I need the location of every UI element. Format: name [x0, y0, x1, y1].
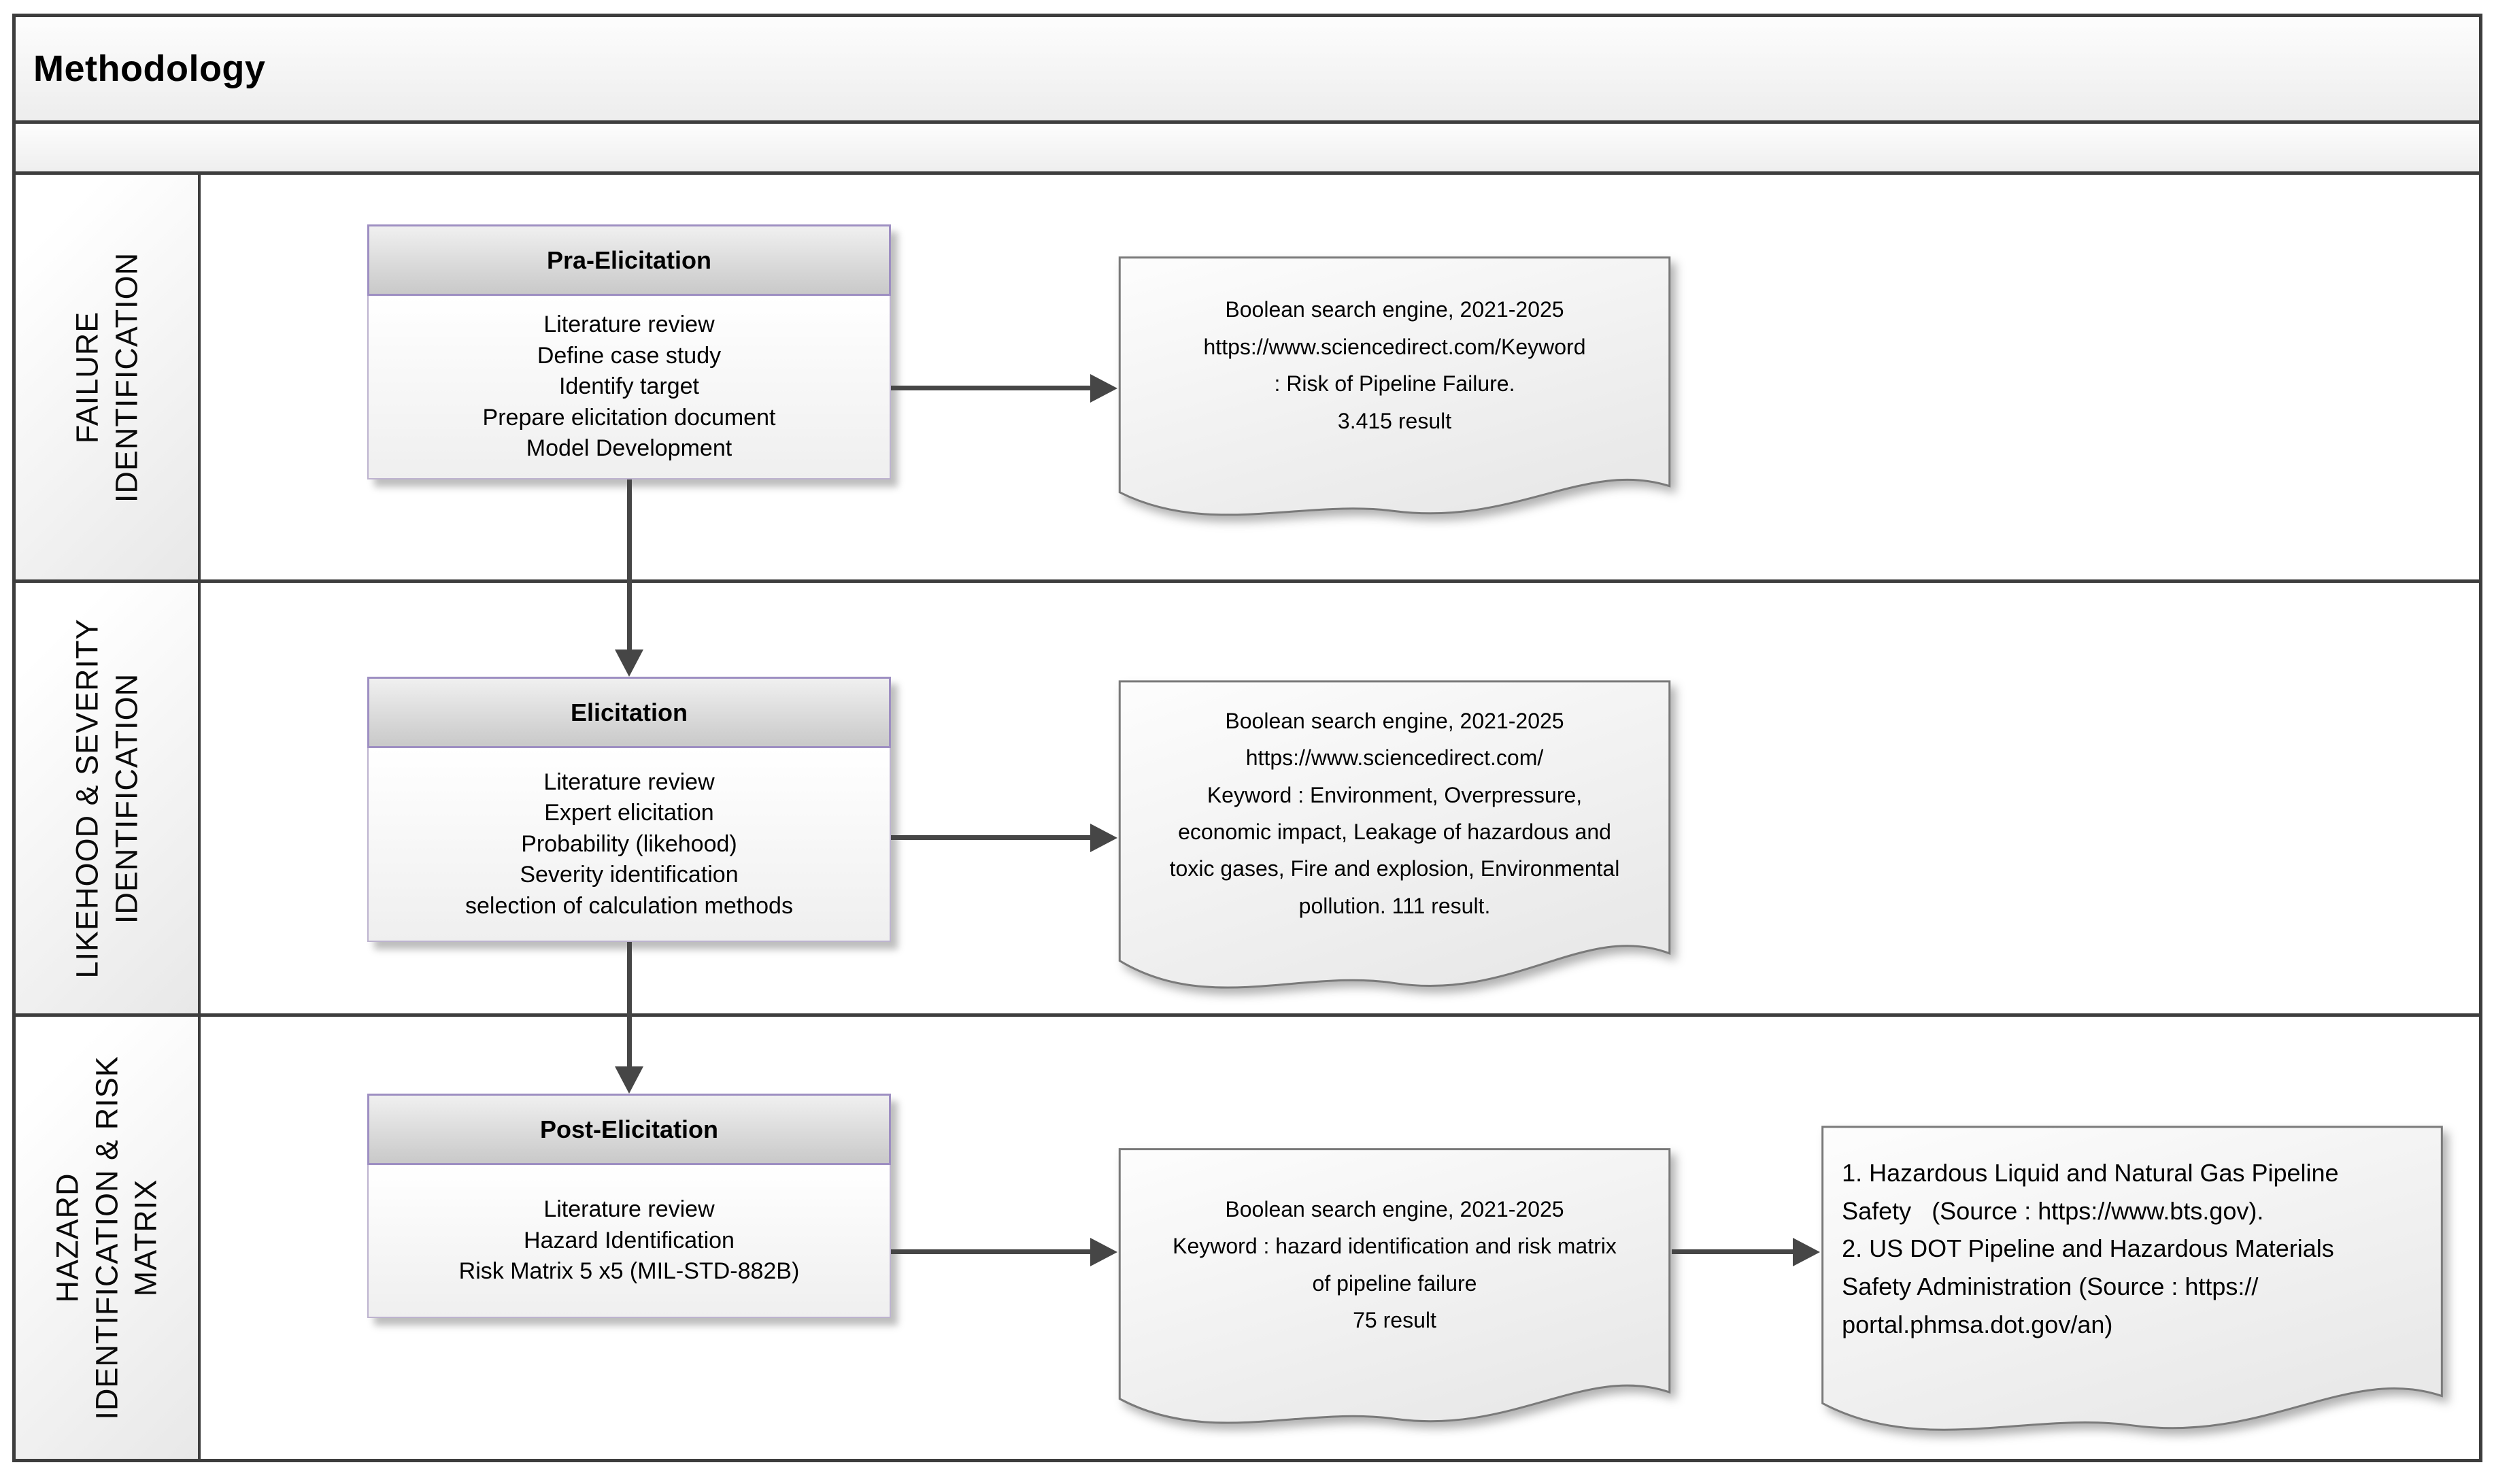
lane-content-failure-identification: [201, 175, 2479, 580]
diagram-frame: Methodology FAILURE IDENTIFICATION LIKEH…: [12, 14, 2482, 1462]
lane-label-failure-identification: FAILURE IDENTIFICATION: [69, 252, 144, 503]
phase-band-empty: [16, 120, 2479, 172]
lane-label-cell-hazard-risk-matrix: HAZARD IDENTIFICATION & RISK MATRIX: [16, 1017, 201, 1459]
lane-likehood-severity-identification: LIKEHOOD & SEVERITY IDENTIFICATION: [16, 579, 2479, 1014]
lane-content-likehood-severity: [201, 583, 2479, 1014]
lane-label-likehood-severity: LIKEHOOD & SEVERITY IDENTIFICATION: [69, 618, 144, 979]
lane-label-cell-likehood-severity: LIKEHOOD & SEVERITY IDENTIFICATION: [16, 583, 201, 1014]
lane-label-cell-failure-identification: FAILURE IDENTIFICATION: [16, 175, 201, 580]
lane-hazard-identification-risk-matrix: HAZARD IDENTIFICATION & RISK MATRIX: [16, 1013, 2479, 1459]
lane-label-hazard-risk-matrix: HAZARD IDENTIFICATION & RISK MATRIX: [50, 1056, 163, 1420]
page-title: Methodology: [33, 48, 266, 90]
lane-content-hazard-risk-matrix: [201, 1017, 2479, 1459]
lane-failure-identification: FAILURE IDENTIFICATION: [16, 171, 2479, 580]
title-band: Methodology: [16, 17, 2479, 121]
